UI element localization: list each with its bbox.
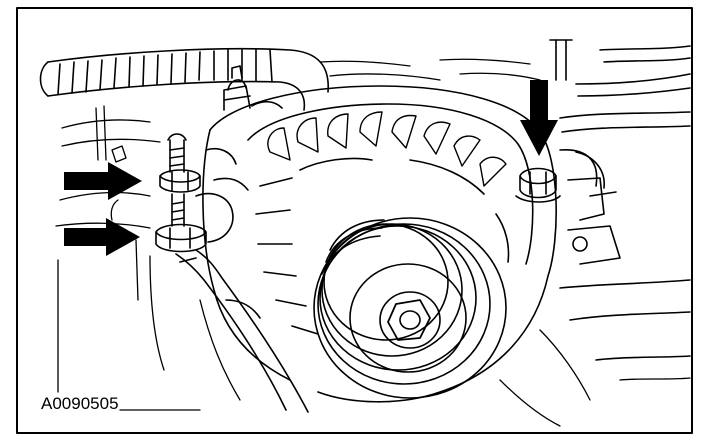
figure-frame [16,7,693,434]
top-right-tubes [549,39,691,189]
callout-arrow-lower-left [64,218,140,256]
figure-reference-code: A0090505 [41,394,119,413]
callout-arrow-right [520,80,558,156]
alternator-terminal [223,65,283,111]
engine-background [55,58,691,427]
lower-stud [171,193,185,227]
alternator-upper-stud-nut [159,169,201,193]
upper-stud [167,133,187,173]
pulley [313,217,507,399]
alternator-lower-stud-nut [155,223,207,253]
callout-arrow-upper-left [64,162,142,200]
alternator-mounting-bolt [515,167,561,203]
right-bracket [559,177,691,361]
battery-cable [175,249,309,413]
alternator-body [195,85,557,403]
wire-harness [39,47,329,111]
